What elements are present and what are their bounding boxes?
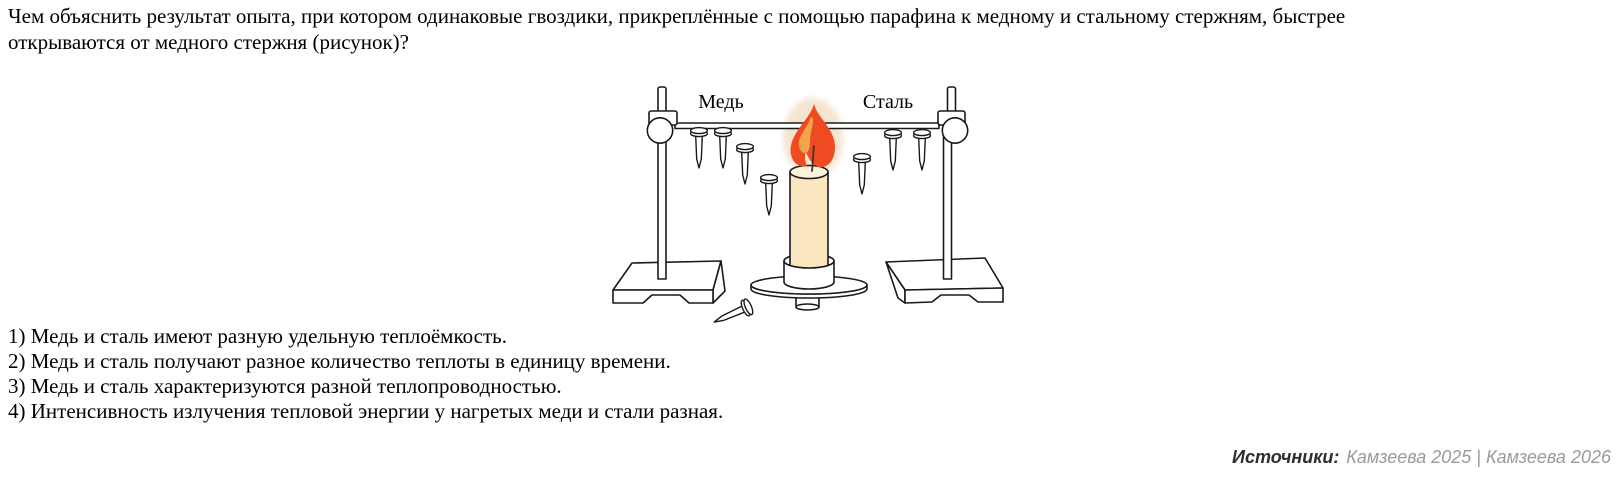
steel-label: Сталь bbox=[863, 91, 913, 113]
left-clamp-knob bbox=[646, 116, 674, 144]
answer-options: 1) Медь и сталь имеют разную удельную те… bbox=[8, 324, 723, 424]
experiment-figure: Медь Сталь bbox=[612, 86, 1004, 331]
steel-nail-3 bbox=[912, 128, 932, 171]
question-text: Чем объяснить результат опыта, при котор… bbox=[8, 3, 1608, 55]
candle bbox=[789, 164, 829, 271]
right-clamp-knob bbox=[941, 116, 969, 144]
sources-items: Камзеева 2025 | Камзеева 2026 bbox=[1346, 447, 1611, 467]
option-3: 3) Медь и сталь характеризуются разной т… bbox=[8, 374, 562, 398]
cup-front bbox=[783, 260, 835, 290]
figure-linework bbox=[612, 86, 1004, 331]
right-base-front bbox=[904, 287, 1004, 304]
left-base-top bbox=[612, 260, 722, 291]
flame bbox=[790, 104, 835, 172]
right-rod-stub bbox=[946, 86, 957, 114]
left-rod-stub bbox=[657, 86, 667, 114]
candle-top bbox=[789, 164, 829, 180]
steel-nail-2 bbox=[883, 128, 903, 171]
candle-body bbox=[789, 171, 829, 271]
copper-nail-2 bbox=[713, 126, 733, 169]
left-vertical-rod bbox=[657, 122, 667, 280]
right-clamp bbox=[937, 110, 969, 144]
holder-foot-bottom bbox=[795, 303, 820, 311]
copper-nails bbox=[689, 126, 779, 216]
option-4: 4) Интенсивность излучения тепловой энер… bbox=[8, 399, 724, 423]
steel-nails bbox=[852, 128, 932, 195]
option-1: 1) Медь и сталь имеют разную удельную те… bbox=[8, 324, 507, 348]
copper-nail-1 bbox=[689, 126, 709, 169]
steel-nail-1 bbox=[852, 152, 872, 195]
sources-line: Источники: Камзеева 2025 | Камзеева 2026 bbox=[1232, 447, 1611, 468]
sources-label: Источники: bbox=[1232, 447, 1340, 467]
left-base-front bbox=[612, 289, 714, 304]
question-line-1: Чем объяснить результат опыта, при котор… bbox=[8, 4, 1346, 28]
flame-inner bbox=[798, 117, 813, 153]
copper-label: Медь bbox=[698, 91, 743, 113]
question-line-2: открываются от медного стержня (рисунок)… bbox=[8, 30, 409, 54]
right-vertical-rod bbox=[942, 122, 953, 280]
copper-nail-4 bbox=[759, 173, 779, 216]
candle-wick bbox=[811, 145, 815, 172]
copper-nail-3 bbox=[735, 142, 755, 185]
option-2: 2) Медь и сталь получают разное количест… bbox=[8, 349, 671, 373]
left-clamp bbox=[646, 110, 678, 144]
